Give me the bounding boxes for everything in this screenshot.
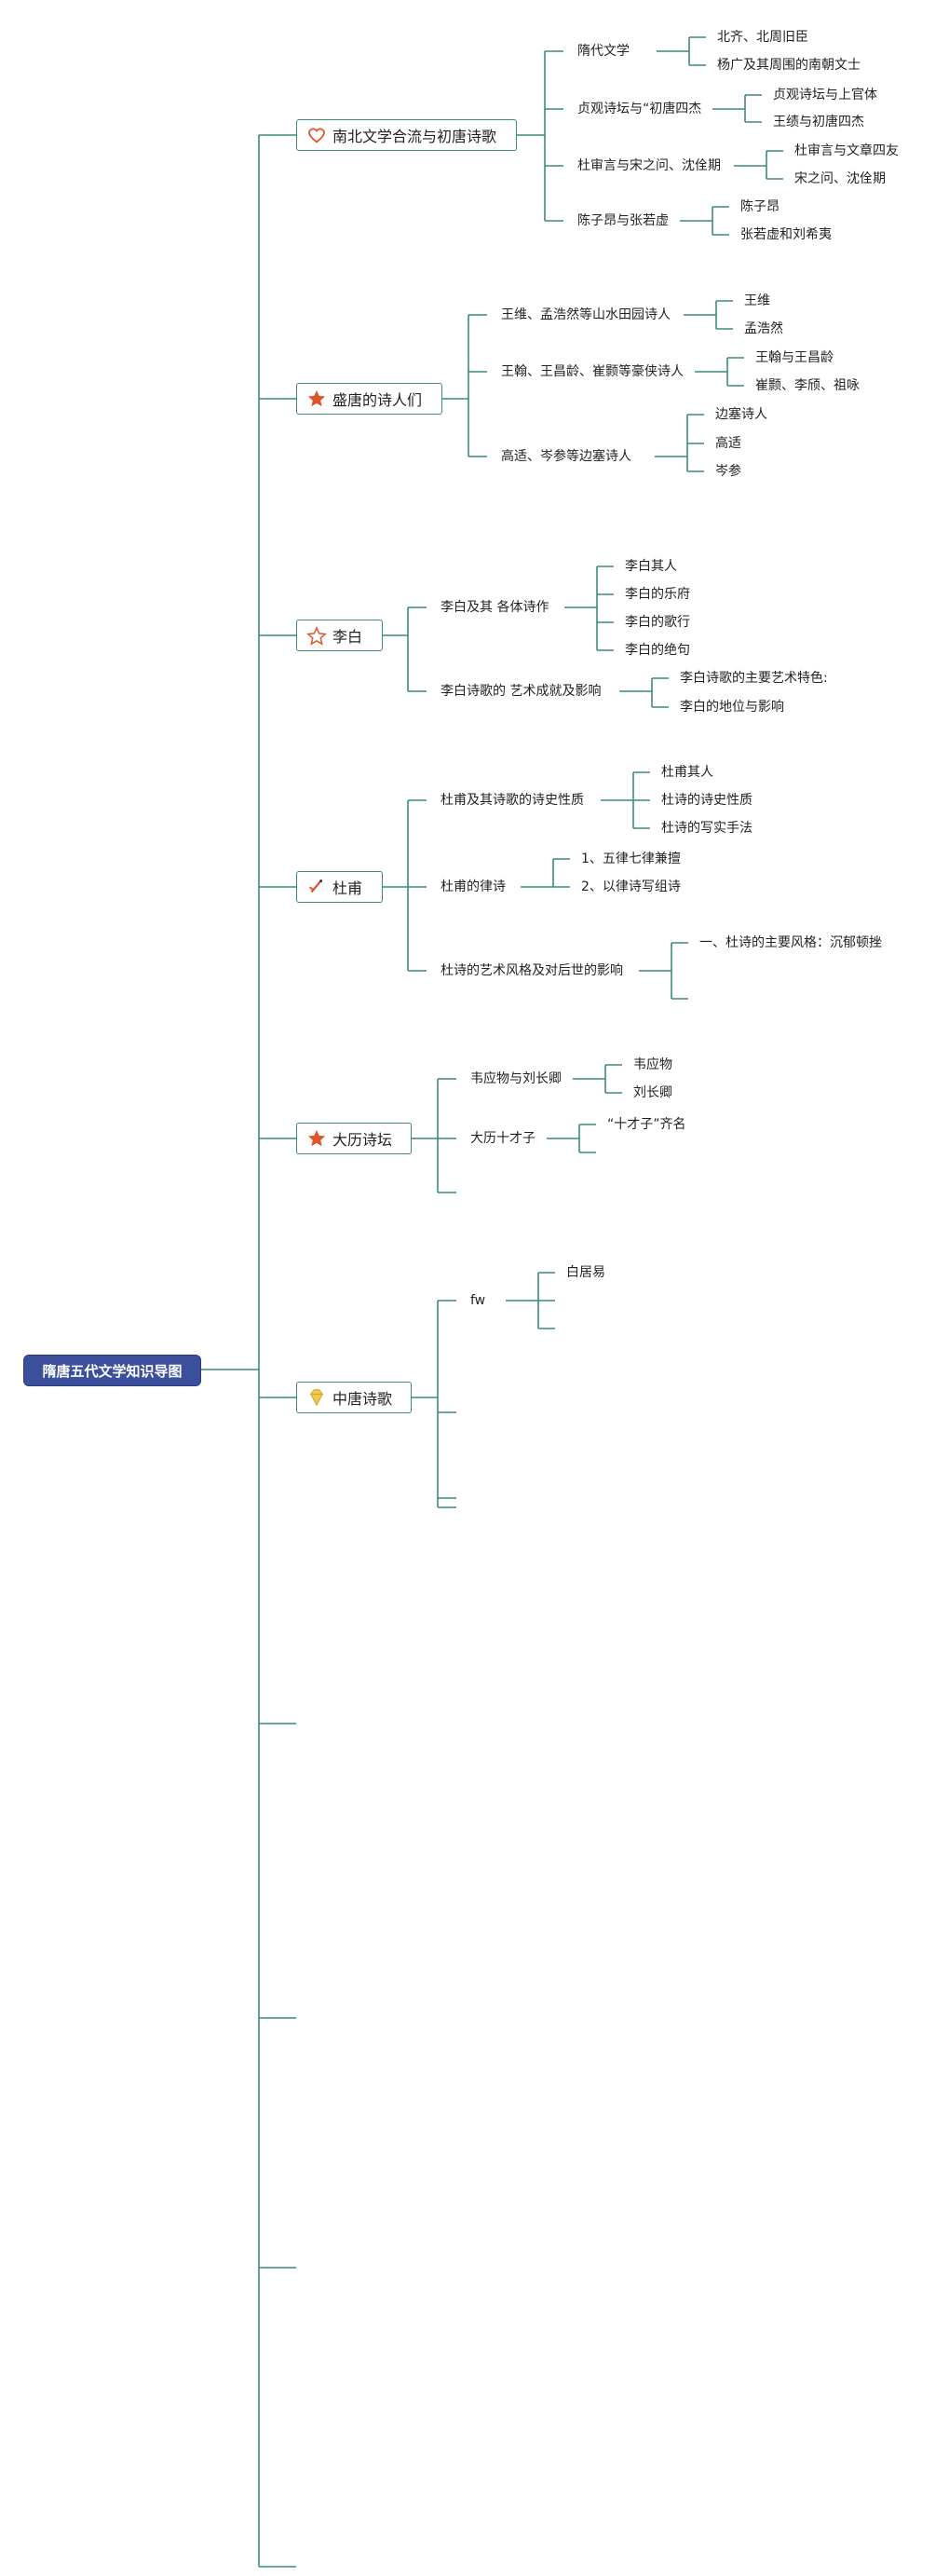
topic-label: 中唐诗歌 (332, 1390, 393, 1408)
subtopic-label[interactable]: 王翰、王昌龄、崔颢等豪侠诗人 (501, 364, 684, 379)
subtopic-label[interactable]: 王维、孟浩然等山水田园诗人 (501, 307, 671, 322)
subtopic-label[interactable]: 大历十才子 (470, 1131, 536, 1146)
leaf-label[interactable]: 1、五律七律兼擅 (581, 852, 681, 866)
leaf-label[interactable]: 白居易 (566, 1265, 605, 1280)
leaf-label[interactable]: 韦应物 (633, 1057, 672, 1072)
topic-label: 李白 (332, 628, 363, 646)
leaf-label[interactable]: 张若虚和刘希夷 (740, 227, 832, 242)
leaf-label[interactable]: 宋之问、沈佺期 (794, 171, 886, 186)
subtopic-label[interactable]: 李白诗歌的 艺术成就及影响 (441, 684, 602, 699)
leaf-label[interactable]: 李白的地位与影响 (680, 700, 784, 715)
topic-node-3[interactable]: 李白 (296, 620, 383, 651)
leaf-label[interactable]: 贞观诗坛与上官体 (773, 88, 877, 102)
subtopic-label[interactable]: 高适、岑参等边塞诗人 (501, 449, 631, 464)
leaf-label[interactable]: 李白其人 (625, 559, 677, 574)
leaf-label[interactable]: 杜甫其人 (661, 765, 713, 780)
pen-icon (306, 877, 327, 897)
subtopic-label[interactable]: 杜审言与宋之问、沈佺期 (577, 158, 721, 173)
topic-node-5[interactable]: 大历诗坛 (296, 1123, 412, 1154)
subtopic-label[interactable]: 韦应物与刘长卿 (470, 1071, 562, 1086)
leaf-label[interactable]: 李白的乐府 (625, 587, 690, 602)
leaf-label[interactable]: 李白诗歌的主要艺术特色: (680, 671, 828, 686)
leaf-label[interactable]: 杨广及其周围的南朝文士 (717, 58, 861, 73)
leaf-label[interactable]: 陈子昂 (740, 199, 780, 214)
heart-icon (306, 125, 327, 145)
topic-label: 盛唐的诗人们 (332, 391, 423, 409)
topic-node-2[interactable]: 盛唐的诗人们 (296, 383, 442, 415)
subtopic-label[interactable]: 李白及其 各体诗作 (441, 600, 549, 615)
leaf-label[interactable]: 孟浩然 (744, 321, 783, 336)
leaf-label[interactable]: 杜诗的诗史性质 (661, 793, 752, 808)
leaf-label[interactable]: 一、杜诗的主要风格：沉郁顿挫 (699, 935, 882, 950)
subtopic-label[interactable]: 隋代文学 (577, 44, 630, 59)
leaf-label[interactable]: 王绩与初唐四杰 (773, 115, 864, 129)
root-node[interactable]: 隋唐五代文学知识导图 (23, 1355, 201, 1386)
leaf-label[interactable]: 李白的绝句 (625, 643, 690, 658)
leaf-label[interactable]: 王翰与王昌龄 (755, 350, 834, 365)
leaf-label[interactable]: “十才子”齐名 (607, 1117, 686, 1132)
subtopic-label[interactable]: 杜甫及其诗歌的诗史性质 (441, 793, 584, 808)
leaf-label[interactable]: 高适 (715, 436, 741, 451)
leaf-label[interactable]: 崔颢、李颀、祖咏 (755, 378, 860, 393)
topic-node-6[interactable]: 中唐诗歌 (296, 1382, 412, 1413)
leaf-label[interactable]: 李白的歌行 (625, 615, 690, 630)
root-label: 隋唐五代文学知识导图 (42, 1362, 183, 1380)
gem-icon (306, 1387, 327, 1408)
topic-label: 大历诗坛 (332, 1131, 393, 1149)
topic-label: 杜甫 (332, 879, 363, 897)
leaf-label[interactable]: 杜诗的写实手法 (661, 821, 752, 836)
star-filled-icon (306, 388, 327, 409)
subtopic-label[interactable]: 杜甫的律诗 (441, 879, 506, 894)
subtopic-label[interactable]: 陈子昂与张若虚 (577, 213, 669, 228)
leaf-label[interactable]: 刘长卿 (633, 1085, 672, 1100)
subtopic-label[interactable]: 贞观诗坛与“初唐四杰 (577, 102, 702, 116)
topic-node-1[interactable]: 南北文学合流与初唐诗歌 (296, 119, 517, 151)
leaf-label[interactable]: 岑参 (715, 464, 741, 479)
leaf-label[interactable]: 王维 (744, 293, 770, 308)
subtopic-label[interactable]: fw (470, 1293, 486, 1308)
leaf-label[interactable]: 边塞诗人 (715, 407, 767, 422)
topic-node-4[interactable]: 杜甫 (296, 871, 383, 903)
leaf-label[interactable]: 2、以律诗写组诗 (581, 879, 681, 894)
leaf-label[interactable]: 杜审言与文章四友 (794, 143, 899, 158)
leaf-label[interactable]: 北齐、北周旧臣 (717, 30, 808, 45)
star-outline-icon (306, 625, 327, 646)
star-filled-icon (306, 1128, 327, 1149)
topic-label: 南北文学合流与初唐诗歌 (332, 128, 497, 145)
subtopic-label[interactable]: 杜诗的艺术风格及对后世的影响 (441, 963, 623, 978)
